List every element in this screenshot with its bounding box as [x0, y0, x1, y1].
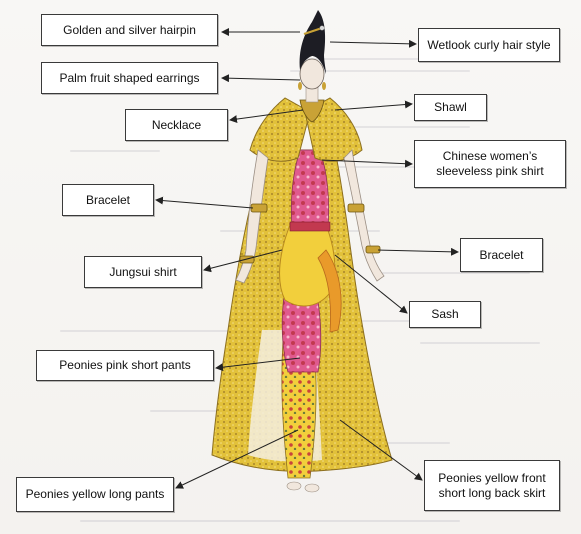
- label-jungsui-shirt: Jungsui shirt: [84, 256, 202, 288]
- leader-earrings: [222, 78, 300, 80]
- leader-long-pants: [176, 430, 298, 488]
- label-necklace: Necklace: [125, 109, 228, 141]
- label-hairpin: Golden and silver hairpin: [41, 14, 218, 46]
- leader-shawl: [335, 104, 412, 110]
- label-shawl: Shawl: [414, 94, 487, 121]
- label-earrings: Palm fruit shaped earrings: [41, 62, 218, 94]
- leader-bracelet-right: [378, 250, 458, 252]
- leader-sash: [335, 255, 407, 313]
- label-hair-style: Wetlook curly hair style: [418, 28, 560, 62]
- leader-sleeveless-shirt: [322, 160, 412, 164]
- label-sash: Sash: [409, 301, 481, 328]
- label-long-pants: Peonies yellow long pants: [16, 477, 174, 512]
- leader-jungsui-shirt: [204, 250, 282, 270]
- label-bracelet-left: Bracelet: [62, 184, 154, 216]
- leader-short-pants: [216, 358, 300, 368]
- label-bracelet-right: Bracelet: [460, 238, 543, 272]
- label-sleeveless-shirt: Chinese women’s sleeveless pink shirt: [414, 140, 566, 188]
- leader-hair-style: [330, 42, 416, 44]
- label-skirt: Peonies yellow front short long back ski…: [424, 460, 560, 511]
- leader-skirt: [340, 420, 422, 480]
- leader-necklace: [230, 110, 303, 120]
- label-short-pants: Peonies pink short pants: [36, 350, 214, 381]
- leader-bracelet-left: [156, 200, 253, 208]
